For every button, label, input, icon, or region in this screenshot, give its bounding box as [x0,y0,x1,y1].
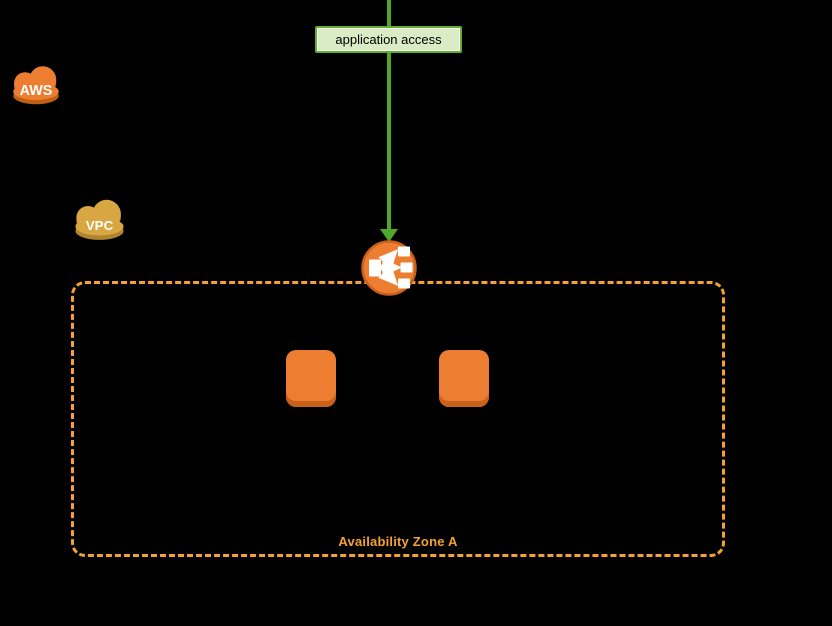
arrow-down-icon [380,229,398,242]
availability-zone-boundary [71,281,725,557]
aws-cloud-label: AWS [20,83,53,99]
load-balancer-icon [361,240,417,296]
instance-icon-2 [439,350,489,407]
application-access-text: application access [335,32,442,47]
availability-zone-label: Availability Zone A [338,534,458,549]
vpc-cloud-label: VPC [86,218,114,233]
aws-cloud-icon: AWS [13,66,59,105]
instance-icon-1 [286,350,336,407]
flow-line [387,0,391,231]
application-access-label: application access [315,26,462,53]
vpc-cloud-icon: VPC [75,199,124,240]
